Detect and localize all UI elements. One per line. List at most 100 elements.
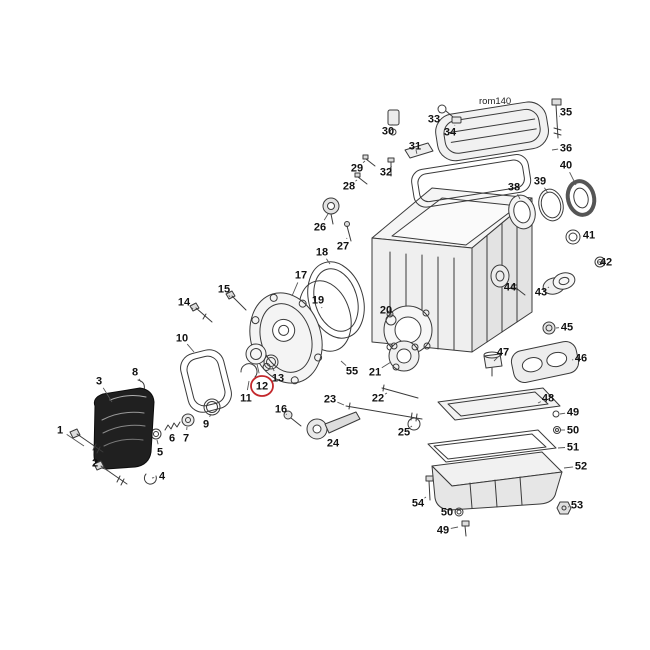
highlight-circle: [250, 375, 274, 397]
part-label-29[interactable]: 29: [351, 163, 363, 175]
part-label-44[interactable]: 44: [504, 282, 517, 294]
leader-line-33: [438, 111, 441, 114]
part-label-30[interactable]: 30: [382, 126, 394, 138]
drain-plug-53: [556, 501, 572, 515]
bearing-door-17: [249, 292, 323, 385]
clip-4: [143, 473, 157, 485]
part-label-26[interactable]: 26: [314, 222, 326, 234]
part-label-32[interactable]: 32: [380, 167, 392, 179]
part-label-52[interactable]: 52: [575, 461, 587, 473]
bolt-15: [225, 290, 247, 311]
part-label-1[interactable]: 1: [57, 425, 63, 437]
part-label-2[interactable]: 2: [92, 458, 98, 470]
oring-9: [203, 398, 221, 416]
part-label-50[interactable]: 50: [441, 507, 453, 519]
door-gasket-18: [307, 261, 365, 339]
part-label-45[interactable]: 45: [561, 322, 573, 334]
part-label-42[interactable]: 42: [600, 257, 612, 269]
bearing-housing-21: [388, 340, 420, 372]
part-label-17[interactable]: 17: [295, 270, 307, 282]
part-label-21[interactable]: 21: [369, 367, 381, 379]
leader-line-25: [410, 425, 413, 428]
part-label-55[interactable]: 55: [346, 366, 358, 378]
part-label-47[interactable]: 47: [497, 347, 509, 359]
part-label-40[interactable]: 40: [560, 160, 572, 172]
part-label-16[interactable]: 16: [275, 404, 287, 416]
top-cover-gasket: [411, 154, 532, 208]
part-label-39[interactable]: 39: [534, 176, 546, 188]
leader-line-40: [569, 171, 577, 186]
part-label-53[interactable]: 53: [571, 500, 583, 512]
part-label-4[interactable]: 4: [159, 471, 166, 483]
part-label-34[interactable]: 34: [444, 127, 457, 139]
part-label-13[interactable]: 13: [272, 373, 284, 385]
leader-line-51: [557, 447, 566, 449]
part-label-54[interactable]: 54: [412, 498, 425, 510]
part-label-48[interactable]: 48: [542, 393, 554, 405]
part-label-28[interactable]: 28: [343, 181, 355, 193]
part-label-35[interactable]: 35: [560, 107, 572, 119]
bearing-43: [542, 272, 576, 295]
pan-gasket-51: [427, 429, 557, 463]
part-label-9[interactable]: 9: [203, 419, 209, 431]
bolt-35: [551, 98, 562, 139]
part-label-22[interactable]: 22: [372, 393, 384, 405]
part-label-43[interactable]: 43: [535, 287, 547, 299]
leader-line-8: [138, 378, 142, 383]
part-label-46[interactable]: 46: [575, 353, 587, 365]
leader-line-36: [551, 148, 559, 151]
leader-line-23: [337, 401, 345, 406]
part-label-12[interactable]: 12: [256, 381, 268, 393]
part-label-25[interactable]: 25: [398, 427, 410, 439]
part-label-10[interactable]: 10: [176, 333, 188, 345]
part-label-49[interactable]: 49: [567, 407, 579, 419]
part-label-38[interactable]: 38: [508, 182, 520, 194]
part-label-50[interactable]: 50: [567, 425, 579, 437]
top-cover: [435, 101, 549, 162]
leader-line-28: [355, 179, 358, 182]
leader-line-48: [537, 401, 542, 404]
part-label-49[interactable]: 49: [437, 525, 449, 537]
part-label-24[interactable]: 24: [327, 438, 340, 450]
oring-25: [407, 417, 421, 431]
part-label-20[interactable]: 20: [380, 305, 392, 317]
seal-38: [508, 194, 536, 230]
part-label-14[interactable]: 14: [178, 297, 191, 309]
stud-22: [381, 384, 419, 399]
part-label-15[interactable]: 15: [218, 284, 230, 296]
part-label-33[interactable]: 33: [428, 114, 440, 126]
part-label-31[interactable]: 31: [409, 141, 421, 153]
part-label-27[interactable]: 27: [337, 241, 349, 253]
snap-ring-11: [240, 363, 258, 378]
part-label-5[interactable]: 5: [157, 447, 163, 459]
pawl-7: [181, 413, 195, 427]
leader-line-54: [424, 496, 427, 499]
leader-line-44: [514, 287, 518, 290]
part-label-36[interactable]: 36: [560, 143, 572, 155]
filler-47: [483, 351, 503, 377]
tray-48: [437, 387, 561, 421]
part-label-19[interactable]: 19: [312, 295, 324, 307]
part-label-51[interactable]: 51: [567, 442, 579, 454]
leader-line-10: [186, 343, 195, 353]
part-label-8[interactable]: 8: [132, 367, 138, 379]
leader-line-55: [340, 360, 347, 366]
part-label-18[interactable]: 18: [316, 247, 328, 259]
part-label-3[interactable]: 3: [96, 376, 102, 388]
part-label-23[interactable]: 23: [324, 394, 336, 406]
leader-line-13: [271, 366, 275, 372]
leader-line-15: [228, 295, 231, 298]
transmission-case: [371, 187, 533, 355]
part-label-6[interactable]: 6: [169, 433, 175, 445]
shift-shaft-24: [306, 411, 361, 440]
part-label-41[interactable]: 41: [583, 230, 595, 242]
end-cover-3: [93, 387, 155, 470]
part-label-11[interactable]: 11: [240, 393, 252, 405]
spring-6: [164, 421, 181, 431]
shift-grommet: [322, 197, 352, 242]
bolt-54: [425, 475, 434, 501]
leader-line-22: [384, 392, 388, 395]
part-label-7[interactable]: 7: [183, 433, 189, 445]
leader-line-49: [559, 412, 566, 415]
leader-line-16: [285, 413, 288, 416]
